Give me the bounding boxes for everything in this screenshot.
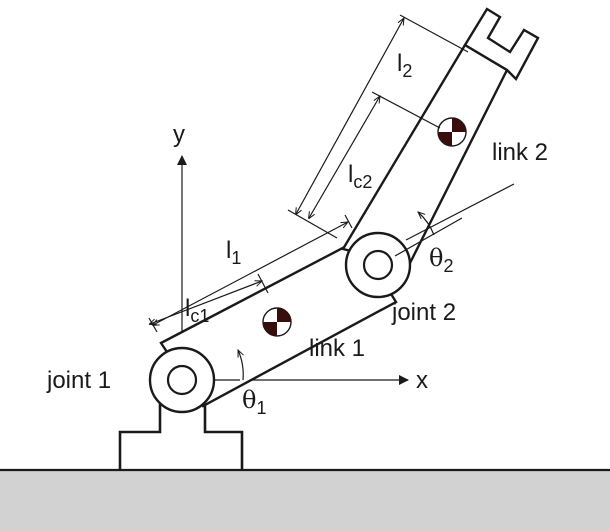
com-link-1-icon	[262, 307, 292, 337]
link-2-label: link 2	[492, 139, 548, 166]
lc2-dimension-line	[309, 96, 380, 218]
com-link-2-icon	[437, 117, 467, 147]
theta-1-label: θ1	[242, 386, 266, 418]
theta-2-arc	[418, 212, 435, 236]
lc1-label: lc1	[185, 295, 209, 326]
ground	[0, 470, 610, 531]
link-2-reference-line	[405, 183, 515, 241]
link-1-label: link 1	[309, 335, 365, 362]
joint-2-label: joint 2	[391, 299, 456, 326]
theta-1-arc	[237, 350, 243, 381]
theta-2-label: θ2	[429, 244, 453, 276]
gripper	[463, 7, 540, 81]
joint-1-inner	[166, 364, 198, 396]
link-2-body	[341, 43, 509, 267]
l2-extension-end	[399, 14, 469, 53]
lc1-dimension-line	[150, 281, 262, 324]
l2-label: l2	[397, 50, 412, 81]
lc2-label: lc2	[348, 161, 372, 192]
lc2-extension-end	[371, 91, 441, 129]
y-axis-label: y	[173, 121, 185, 148]
joint-1-label: joint 1	[46, 367, 111, 394]
l1-extension-end	[344, 214, 353, 229]
link-1-extension-line	[394, 217, 463, 257]
l1-label: l1	[226, 237, 241, 268]
x-axis-label: x	[416, 367, 428, 394]
joint-2-inner	[362, 249, 394, 281]
l2-extension-start	[287, 209, 338, 239]
